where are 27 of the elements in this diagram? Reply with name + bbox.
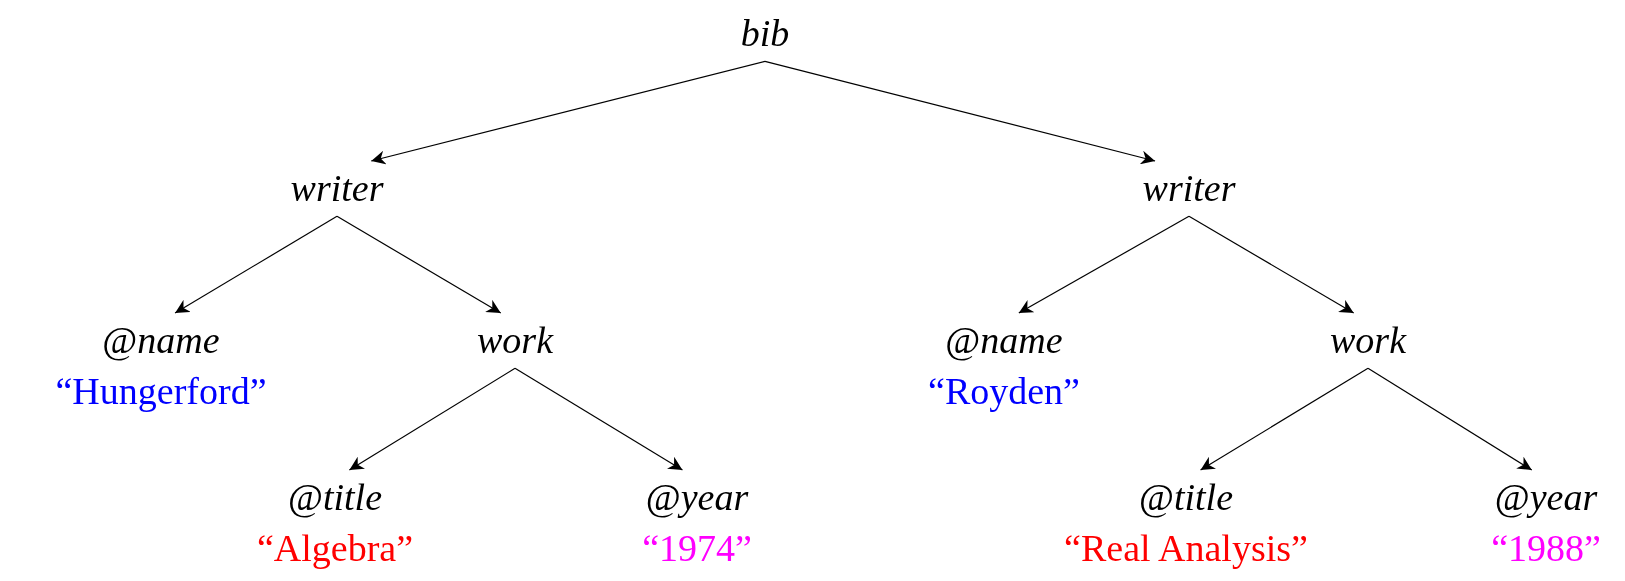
arrow	[764, 60, 1156, 165]
arrow	[336, 215, 502, 314]
arrow	[1018, 215, 1190, 314]
arrow	[1188, 215, 1355, 314]
attribute-value: “1974”	[642, 526, 752, 572]
attribute-value: “Real Analysis”	[1064, 526, 1308, 572]
attribute-value: “Royden”	[928, 369, 1080, 415]
node-label: @title	[1138, 475, 1234, 520]
attribute-value: “Algebra”	[256, 526, 414, 572]
arrow	[1199, 367, 1369, 471]
arrow	[1367, 367, 1533, 471]
attribute-value: “Hungerford”	[55, 369, 267, 415]
node-label: @year	[645, 475, 749, 520]
node-label: @title	[287, 475, 383, 520]
arrow	[348, 367, 516, 471]
arrow	[174, 215, 338, 314]
node-label: @name	[945, 318, 1063, 363]
node-label: work	[477, 318, 553, 363]
node-label: writer	[290, 166, 384, 211]
node-label: bib	[740, 11, 790, 56]
node-label: @year	[1494, 475, 1598, 520]
arrow	[370, 60, 766, 165]
node-label: writer	[1142, 166, 1236, 211]
attribute-value: “1988”	[1491, 526, 1601, 572]
arrow	[514, 367, 684, 471]
node-label: @name	[102, 318, 220, 363]
node-label: work	[1330, 318, 1406, 363]
